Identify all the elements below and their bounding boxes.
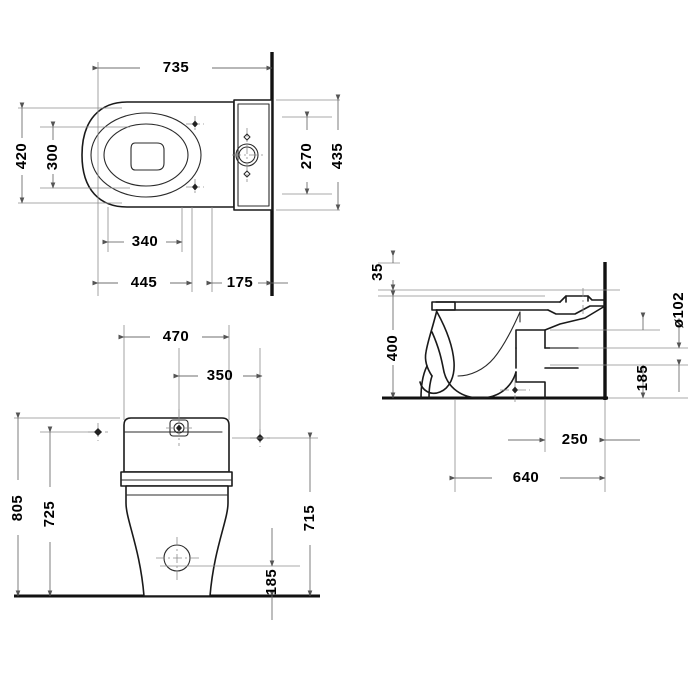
dimension-label-735: 735	[163, 59, 190, 76]
dimension-top-340: 340	[102, 233, 183, 250]
dimension-label-340: 340	[132, 233, 159, 250]
front-view-cistern	[120, 409, 233, 487]
dimension-top-445: 445	[92, 274, 193, 291]
top-view-toilet-outline	[81, 101, 235, 208]
top-view-extension-lines	[18, 62, 340, 296]
dimension-top-420: 420	[13, 102, 30, 204]
top-view-cistern-fixing-marks	[243, 133, 251, 178]
dimension-label-400: 400	[384, 335, 401, 362]
front-view-flush-button	[166, 409, 193, 446]
dimension-label-805: 805	[9, 495, 26, 522]
dimension-top-735: 735	[92, 59, 273, 76]
side-view-bowl-section	[419, 295, 606, 399]
dimension-front-725: 725	[41, 426, 58, 597]
dimension-label-445: 445	[131, 274, 158, 291]
side-view-extension-lines	[378, 262, 688, 492]
dimension-side-250: 250	[508, 431, 640, 448]
dimension-label-250: 250	[562, 431, 589, 448]
front-view-group: 470 350 805 725 715	[9, 325, 320, 620]
dimension-label-175: 175	[227, 274, 254, 291]
dimension-label-185: 185	[263, 569, 280, 596]
top-view-fixing-holes	[186, 116, 204, 196]
dimension-label-420: 420	[13, 143, 30, 170]
dimension-label-435: 435	[329, 143, 346, 170]
dimension-side-35: 35	[369, 250, 396, 291]
dimension-label-side-185: 185	[634, 365, 651, 392]
dimension-front-715: 715	[301, 432, 318, 597]
dimension-front-805: 805	[9, 412, 26, 597]
dimension-label-640: 640	[513, 469, 540, 486]
top-view-cistern	[232, 99, 273, 211]
dimension-front-185: 185	[263, 528, 280, 620]
side-view-outlet-center-marks	[500, 288, 584, 402]
dimension-side-d102: ø102	[670, 292, 687, 392]
dimension-top-175: 175	[206, 274, 288, 291]
dimension-label-725: 725	[41, 501, 58, 528]
dimension-label-715: 715	[301, 505, 318, 532]
dimension-label-270: 270	[298, 143, 315, 170]
dimension-front-470: 470	[118, 328, 230, 345]
dimension-front-350: 350	[173, 367, 263, 384]
dimension-side-185: 185	[634, 312, 651, 399]
top-view-group: 735 420 300 270 435	[13, 52, 346, 296]
dimension-label-350: 350	[207, 367, 234, 384]
dimension-top-300: 300	[44, 121, 61, 189]
dimension-label-35: 35	[369, 263, 386, 281]
dimension-label-d102: ø102	[670, 292, 687, 328]
dimension-top-270: 270	[298, 111, 315, 195]
dimension-top-435: 435	[329, 94, 346, 211]
dimension-side-640: 640	[449, 469, 606, 486]
front-view-outlet-mark	[156, 537, 200, 580]
dimension-label-470: 470	[163, 328, 190, 345]
side-view-group: 35 400 185 ø102 250	[369, 250, 688, 492]
dimension-label-300: 300	[44, 144, 61, 171]
dimension-side-400: 400	[384, 290, 401, 399]
